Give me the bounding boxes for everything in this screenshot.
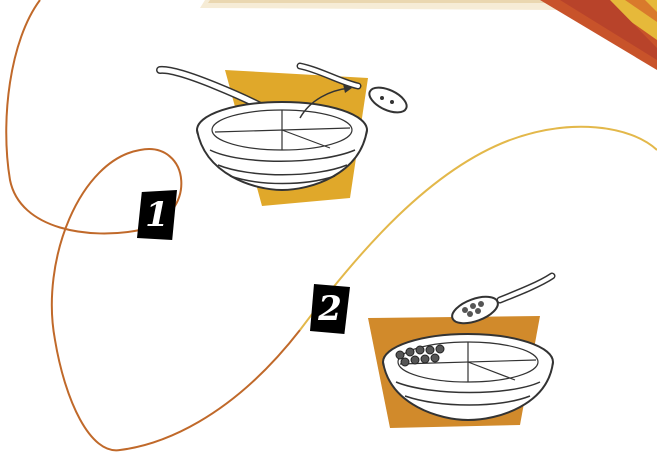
step-2-illustration [368, 276, 553, 428]
top-banner-strip [200, 0, 580, 10]
step-1-illustration [160, 66, 410, 206]
step-1-badge: 1 [137, 190, 177, 240]
step-2-badge: 2 [310, 284, 350, 334]
corner-decoration [540, 0, 657, 70]
